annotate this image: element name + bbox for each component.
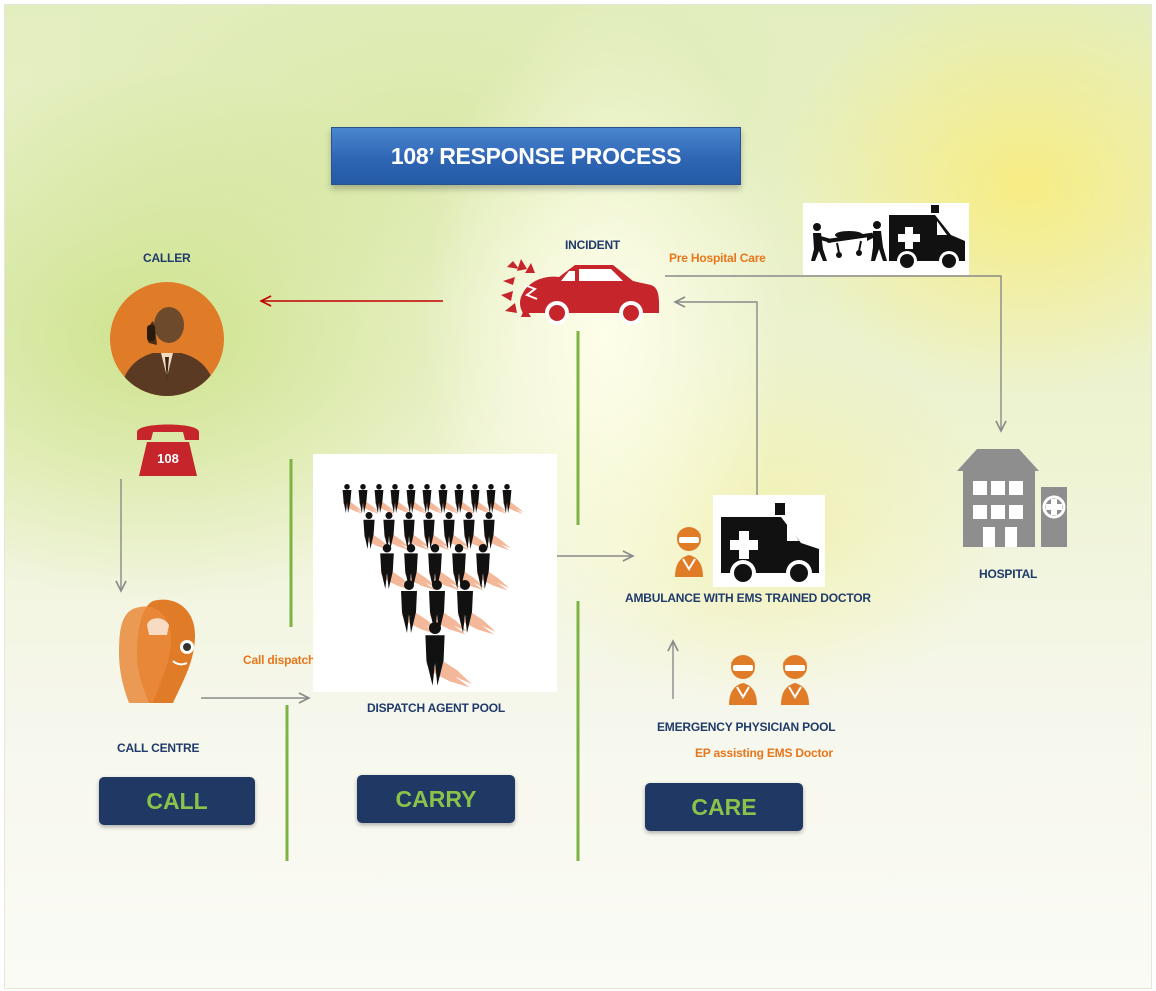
pre-hospital-care-card: [803, 203, 969, 275]
crowd-figure: [383, 512, 395, 550]
call-centre-headset-icon: [119, 599, 195, 703]
crowd-figure: [454, 484, 464, 514]
crowd-figure: [452, 544, 466, 590]
crowd-figure: [390, 484, 400, 514]
crowd-figure: [358, 484, 368, 514]
diagram-canvas: 108’ RESPONSE PROCESS CALLER 108 CALL CE…: [4, 4, 1152, 989]
arrow-incident-to-hospital: [665, 275, 1001, 431]
stage-care-button[interactable]: CARE: [645, 783, 803, 831]
crowd-figure: [502, 484, 512, 514]
phone-number-label: 108: [157, 451, 179, 466]
telephone-icon: [137, 424, 199, 476]
crowd-figure: [428, 544, 442, 590]
crowd-figure: [457, 580, 473, 633]
stage-call-button[interactable]: CALL: [99, 777, 255, 825]
connector-layer: [5, 275, 1151, 861]
ambulance-card: [713, 495, 825, 587]
ambulance-label: AMBULANCE WITH EMS TRAINED DOCTOR: [625, 591, 871, 605]
dispatch-agent-pool-card: [313, 454, 557, 692]
crowd-icon: [342, 484, 524, 688]
crowd-figure: [403, 512, 415, 550]
crowd-figure: [425, 622, 445, 686]
ep-assisting-label: EP assisting EMS Doctor: [695, 746, 833, 760]
crowd-figure: [406, 484, 416, 514]
arrow-ambulance-to-incident: [675, 302, 758, 497]
hospital-label: HOSPITAL: [979, 567, 1038, 581]
crowd-figure: [423, 512, 435, 550]
ambulance-icon: [721, 503, 819, 586]
crowd-figure: [476, 544, 490, 590]
crowd-figure: [363, 512, 375, 550]
pre-hospital-care-label: Pre Hospital Care: [669, 251, 766, 265]
crowd-figure: [438, 484, 448, 514]
crowd-figure: [463, 512, 475, 550]
dispatch-agent-pool-label: DISPATCH AGENT POOL: [367, 701, 505, 715]
stage-carry-button[interactable]: CARRY: [357, 775, 515, 823]
crowd-figure: [470, 484, 480, 514]
caller-person-icon: [110, 282, 224, 396]
hospital-icon: [957, 449, 1067, 547]
crowd-figure: [422, 484, 432, 514]
crowd-figure: [401, 580, 417, 633]
crowd-figure: [483, 512, 495, 550]
crashed-car-icon: [501, 259, 659, 325]
call-centre-label: CALL CENTRE: [117, 741, 200, 755]
crowd-figure: [374, 484, 384, 514]
crowd-figure: [486, 484, 496, 514]
caller-label: CALLER: [143, 251, 191, 265]
doctor-icon: [675, 527, 703, 577]
diagram-title: 108’ RESPONSE PROCESS: [331, 127, 741, 185]
crowd-figure: [380, 544, 394, 590]
incident-label: INCIDENT: [565, 238, 621, 252]
doctor-icon: [729, 655, 757, 705]
stretcher-ambulance-icon: [811, 205, 965, 271]
crowd-figure: [404, 544, 418, 590]
emergency-physician-pool-label: EMERGENCY PHYSICIAN POOL: [657, 720, 836, 734]
crowd-figure: [443, 512, 455, 550]
crowd-figure: [342, 484, 352, 514]
doctor-icon: [781, 655, 809, 705]
